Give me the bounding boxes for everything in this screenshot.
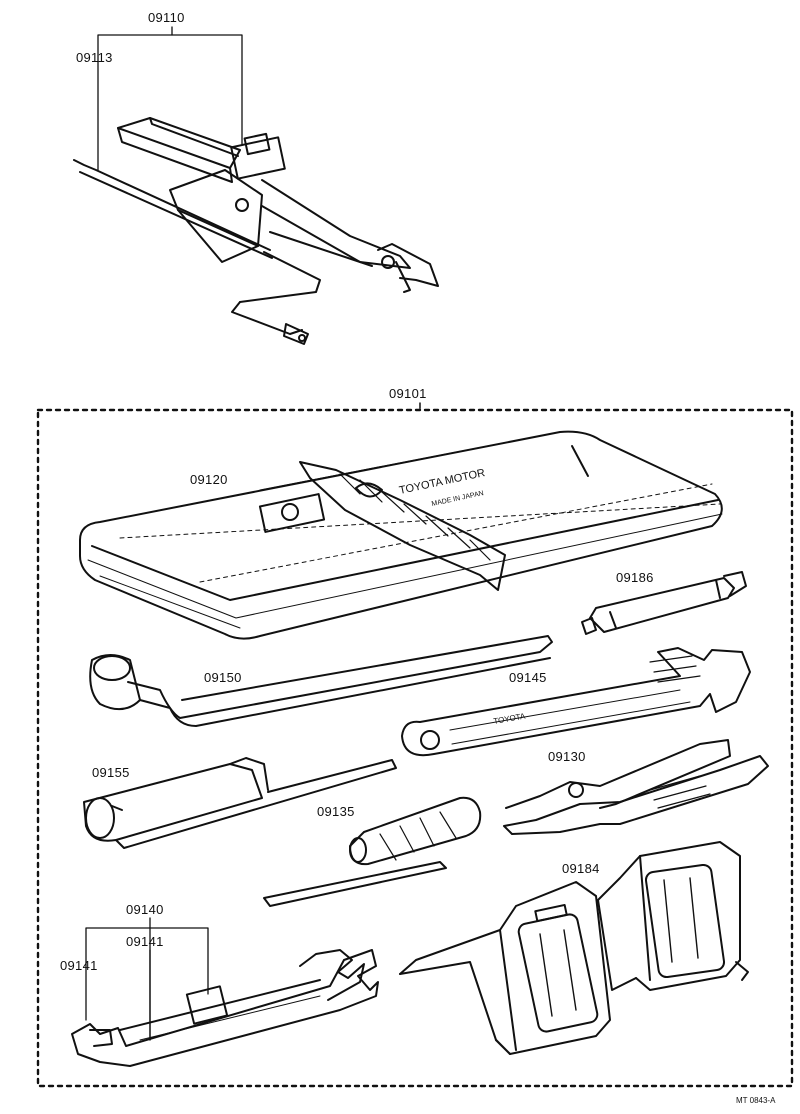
label-tire-gauge: 09186 (616, 570, 654, 585)
adjustable-wrench: TOYOTA (401, 647, 751, 757)
lug-wrench (89, 635, 553, 727)
label-pliers: 09130 (548, 749, 586, 764)
label-spanner-inner: 09141 (126, 934, 164, 949)
label-wheel-chock: 09184 (562, 861, 600, 876)
label-adjustable-wrench: 09145 (509, 670, 547, 685)
tool-bag: TOYOTA MOTOR MADE IN JAPAN (79, 430, 723, 640)
leader-lines-spanners (85, 917, 209, 1041)
drawing-code: MT 0843-A (736, 1096, 776, 1105)
pliers (503, 739, 769, 835)
scissor-jack (73, 117, 439, 345)
leader-lines-jack (97, 26, 243, 171)
label-hub-nut-wrench: 09155 (92, 765, 130, 780)
tire-gauge (581, 571, 747, 635)
screwdriver (263, 796, 482, 907)
spanner-set (71, 949, 379, 1067)
wheel-chock-front (399, 881, 611, 1055)
label-jack-assy: 09110 (148, 10, 185, 25)
label-tool-bag: 09120 (190, 472, 228, 487)
bag-subprint: MADE IN JAPAN (431, 490, 484, 508)
label-screwdriver: 09135 (317, 804, 355, 819)
tool-set-outline (36, 408, 794, 1088)
hub-nut-wrench (83, 757, 397, 849)
label-spanner-outer: 09141 (60, 958, 98, 973)
label-spanner-set: 09140 (126, 902, 164, 917)
label-lug-wrench: 09150 (204, 670, 242, 685)
label-jack-handle: 09113 (76, 50, 113, 65)
wheel-chock-rear (597, 841, 749, 991)
label-tool-set: 09101 (389, 386, 427, 401)
wrench-print: TOYOTA (493, 711, 527, 726)
